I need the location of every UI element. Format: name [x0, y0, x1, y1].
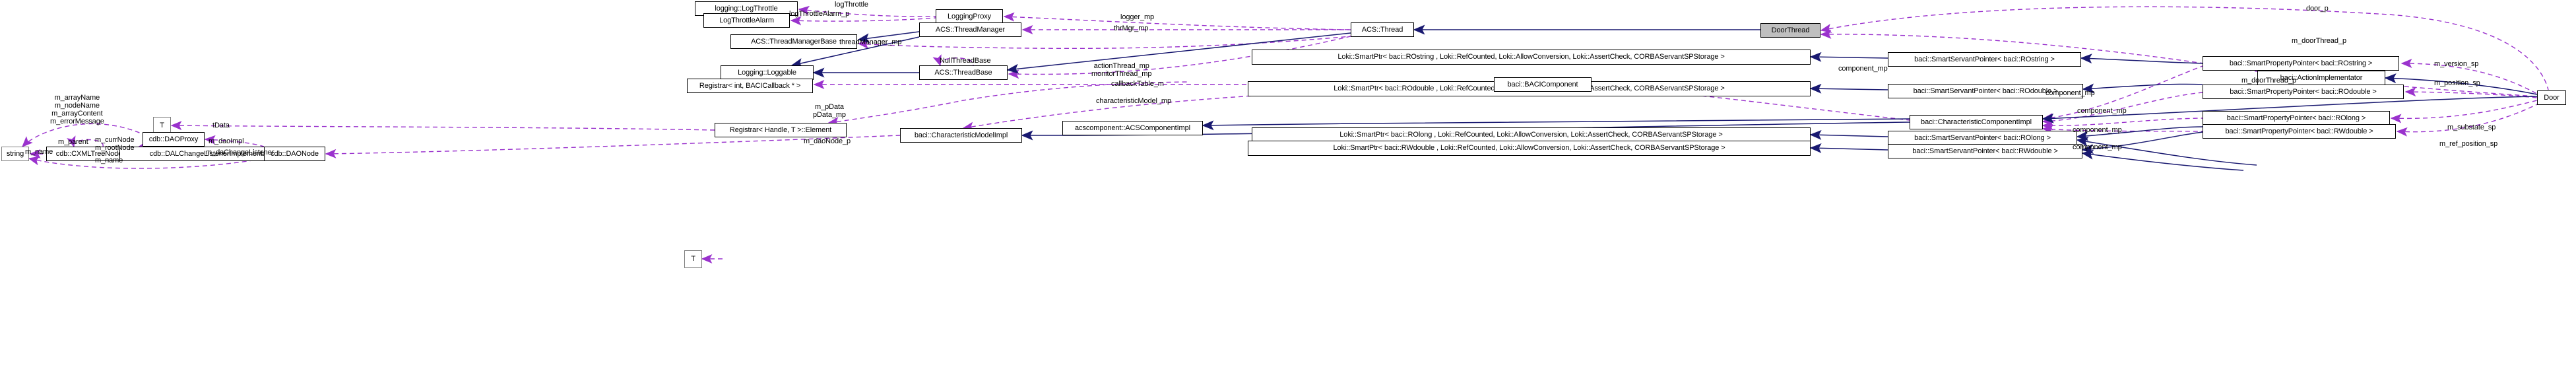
- edge-label-l-nullthreadbase: NullThreadBase: [940, 57, 991, 65]
- edge-label-l-componentmp-2: component_mp: [2045, 89, 2095, 97]
- edge-label-l-mcurrnode: m_currNode m_rootNode: [95, 136, 135, 152]
- edge-label-l-mparent: m_parent: [58, 138, 88, 146]
- class-node-spprostring[interactable]: baci::SmartPropertyPointer< baci::ROstri…: [2203, 56, 2399, 71]
- edge-label-l-logger: logger_mp: [1120, 13, 1155, 21]
- edge-label-l-callbacktable: callbackTable_m: [1111, 80, 1164, 88]
- edge-label-l-mname-2: m_name: [95, 156, 123, 164]
- edge-label-l-componentmp-3: component_mp: [2077, 107, 2127, 115]
- class-node-dalchangelistener[interactable]: cdb::DALChangeListenerImplementation: [119, 147, 308, 161]
- class-node-logthrottlealarm[interactable]: LogThrottleAlarm: [703, 13, 790, 28]
- edge-label-l-msubstate: m_substate_sp: [2447, 123, 2496, 131]
- class-node-lokirwdouble[interactable]: Loki::SmartPtr< baci::RWdouble , Loki::R…: [1248, 141, 1811, 156]
- class-node-registrarelem[interactable]: Registrar< Handle, T >::Element: [715, 123, 847, 137]
- class-node-ssprodouble[interactable]: baci::SmartServantPointer< baci::ROdoubl…: [1888, 84, 2083, 98]
- class-node-registrarcb[interactable]: Registrar< int, BACICallback * >: [687, 79, 813, 93]
- edge-label-l-componentmp-5: component_mp: [2073, 143, 2122, 151]
- class-node-daonode[interactable]: cdb::DAONode: [264, 147, 325, 161]
- edge-label-l-marraynames: m_arrayName m_nodeName m_arrayContent m_…: [50, 94, 104, 125]
- class-node-door[interactable]: Door: [2537, 90, 2566, 105]
- class-node-loggingproxy[interactable]: LoggingProxy: [936, 9, 1003, 24]
- class-node-acsthread[interactable]: ACS::Thread: [1351, 22, 1414, 37]
- class-node-spprwdouble[interactable]: baci::SmartPropertyPointer< baci::RWdoub…: [2203, 124, 2396, 139]
- edge-label-l-mname-1: m_name: [25, 148, 53, 156]
- edge-label-l-mrefposition: m_ref_position_sp: [2439, 140, 2498, 148]
- edge-label-l-tdata: tData: [212, 121, 230, 129]
- edge-label-l-logthrottle: logThrottle: [835, 1, 868, 9]
- class-node-typeT[interactable]: T: [684, 250, 702, 268]
- class-node-cxmltreenode[interactable]: cdb::CXMLTreeNode: [46, 147, 132, 161]
- edge-label-l-doorp: door_p: [2306, 5, 2329, 13]
- class-node-loggable[interactable]: Logging::Loggable: [721, 65, 814, 80]
- class-node-ssprostring[interactable]: baci::SmartServantPointer< baci::ROstrin…: [1888, 52, 2081, 67]
- class-node-bacicomponent[interactable]: baci::BACIComponent: [1494, 77, 1592, 92]
- class-node-ssprwdouble[interactable]: baci::SmartServantPointer< baci::RWdoubl…: [1888, 144, 2082, 158]
- class-node-charcompimpl[interactable]: baci::CharacteristicComponentImpl: [1910, 115, 2043, 129]
- edge-label-l-componentmp-4: component_mp: [2073, 126, 2122, 134]
- edge-label-l-charmodel: characteristicModel_mp: [1096, 97, 1171, 105]
- class-node-acscompimpl[interactable]: acscomponent::ACSComponentImpl: [1062, 121, 1203, 135]
- class-node-threadmanagerbase[interactable]: ACS::ThreadManagerBase: [730, 34, 857, 49]
- class-node-stringnode[interactable]: string: [1, 147, 29, 161]
- class-node-ssprolong[interactable]: baci::SmartServantPointer< baci::ROlong …: [1888, 131, 2077, 145]
- edge-label-l-mdaonodep: m_daoNode_p: [804, 137, 851, 145]
- edge-label-l-mdaochangelistener: m_daChangeListener: [206, 149, 274, 156]
- edge-label-l-mdoorthreadp-1: m_doorThread_p: [2292, 37, 2346, 45]
- class-node-spprodouble[interactable]: baci::SmartPropertyPointer< baci::ROdoub…: [2203, 85, 2404, 99]
- class-node-charmodelimpl[interactable]: baci::CharacteristicModelImpl: [900, 128, 1022, 143]
- class-node-daoproxy[interactable]: cdb::DAOProxy: [143, 132, 205, 147]
- edge-label-l-mpdata: m_pData pData_mp: [813, 103, 846, 119]
- edge-label-l-mdaoimpl: m_daoImpl: [209, 137, 244, 145]
- edge-label-l-mversion: m_version_sp: [2434, 60, 2479, 68]
- edge-label-l-mposition: m_position_sp: [2434, 79, 2480, 87]
- edge-label-l-actionthread: actionThread_mp monitorThread_mp: [1091, 62, 1152, 78]
- edge-label-l-thrmgr: thrMgr_mp: [1114, 24, 1149, 32]
- edge-label-l-logthrottlealarm: logThrottleAlarm_p: [789, 10, 850, 18]
- edge-label-l-mdoorthreadp-2: m_doorThread_p: [2241, 77, 2296, 85]
- class-node-lokirostring[interactable]: Loki::SmartPtr< baci::ROstring , Loki::R…: [1252, 50, 1811, 65]
- class-node-acsthreadbase[interactable]: ACS::ThreadBase: [919, 65, 1008, 80]
- class-node-spprolong[interactable]: baci::SmartPropertyPointer< baci::ROlong…: [2203, 111, 2390, 125]
- edge-label-l-threadmanager: threadManager_mp: [839, 38, 902, 46]
- class-node-doorthread[interactable]: DoorThread: [1760, 23, 1820, 38]
- edge-label-l-componentmp-1: component_mp: [1838, 65, 1888, 73]
- class-node-acsthreadmanager[interactable]: ACS::ThreadManager: [919, 22, 1021, 37]
